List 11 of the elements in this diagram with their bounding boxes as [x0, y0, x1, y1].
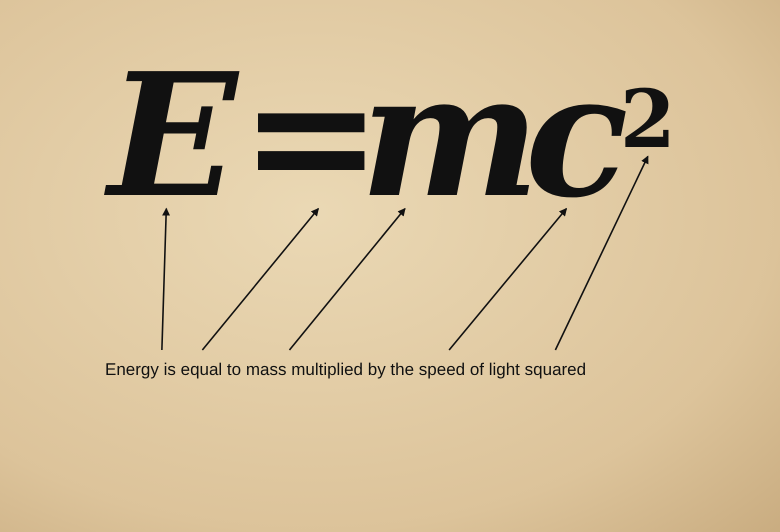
leader-arrow	[161, 208, 170, 350]
leader-arrow	[288, 208, 406, 350]
caption-phrase: is equal to	[164, 360, 242, 379]
caption-phrase: multiplied by the	[291, 360, 414, 379]
caption-phrase: squared	[524, 360, 586, 379]
leader-arrow	[554, 156, 649, 350]
leader-arrow	[202, 208, 319, 350]
caption-phrase: mass	[246, 360, 286, 379]
caption-phrase: Energy	[105, 360, 159, 379]
leader-arrow	[448, 208, 568, 351]
caption-phrase: speed of light	[418, 360, 520, 379]
